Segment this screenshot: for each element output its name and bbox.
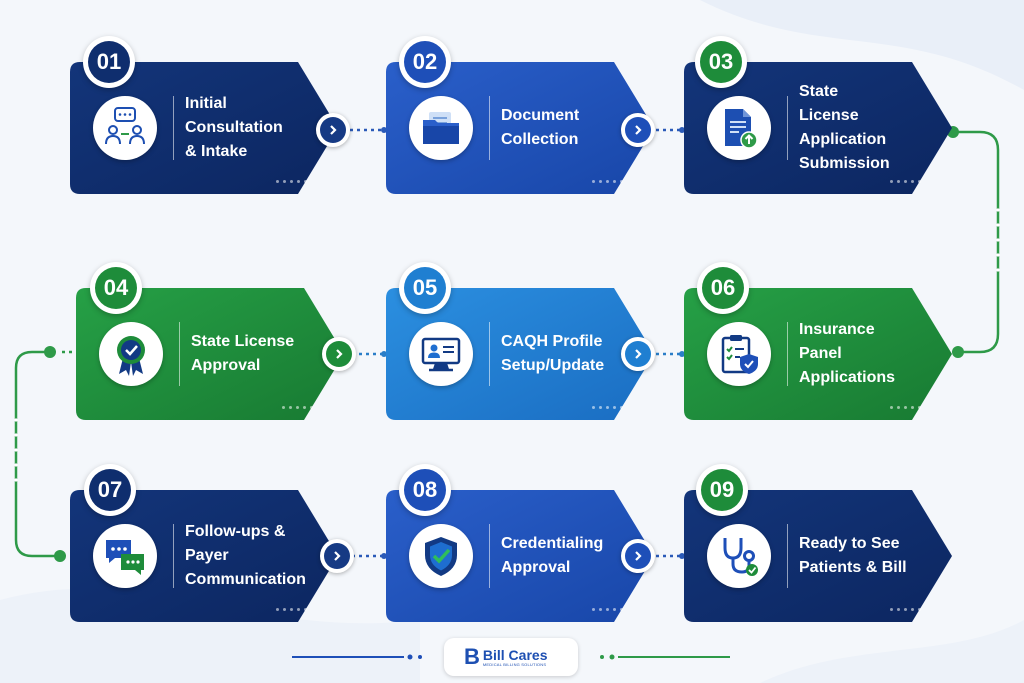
- stethoscope-icon: [707, 524, 771, 588]
- next-arrow-button[interactable]: [320, 539, 354, 573]
- step-label: Ready to See Patients & Bill: [799, 535, 907, 576]
- consultation-icon: [93, 96, 157, 160]
- shield-check-icon: [409, 524, 473, 588]
- step-card-01: Initial Consultation & Intake: [70, 62, 338, 194]
- step-card-03: State License Application Submission: [684, 62, 952, 194]
- step-card-05: CAQH Profile Setup/Update: [386, 288, 654, 420]
- step-card-06: Insurance Panel Applications: [684, 288, 952, 420]
- step-label: Follow-ups & Payer Communication: [185, 523, 306, 588]
- step-number-badge: 05: [399, 262, 451, 314]
- next-arrow-button[interactable]: [621, 113, 655, 147]
- logo-tagline: MEDICAL BILLING SOLUTIONS: [482, 661, 547, 667]
- step-card-07: Follow-ups & Payer Communication: [70, 490, 338, 622]
- step-number-badge: 03: [695, 36, 747, 88]
- step-label: CAQH Profile Setup/Update: [501, 333, 605, 374]
- step-label: Insurance Panel Applications: [799, 321, 896, 386]
- next-arrow-button[interactable]: [621, 337, 655, 371]
- step-card-09: Ready to See Patients & Bill: [684, 490, 952, 622]
- step-number-badge: 06: [697, 262, 749, 314]
- step-number-badge: 04: [90, 262, 142, 314]
- step-card-08: Credentialing Approval: [386, 490, 654, 622]
- document-upload-icon: [707, 96, 771, 160]
- step-number-badge: 09: [696, 464, 748, 516]
- step-number-badge: 02: [399, 36, 451, 88]
- bill-cares-logo: B Bill Cares MEDICAL BILLING SOLUTIONS: [444, 638, 578, 676]
- next-arrow-button[interactable]: [316, 113, 350, 147]
- chat-bubbles-icon: [93, 524, 157, 588]
- award-ribbon-icon: [99, 322, 163, 386]
- step-number-badge: 08: [399, 464, 451, 516]
- step-label: Initial Consultation & Intake: [185, 95, 283, 160]
- next-arrow-button[interactable]: [322, 337, 356, 371]
- step-label: Credentialing Approval: [501, 535, 604, 576]
- step-number-badge: 07: [84, 464, 136, 516]
- step-label: State License Application Submission: [799, 83, 890, 172]
- step-card-04: State License Approval: [76, 288, 344, 420]
- step-card-02: Document Collection: [386, 62, 654, 194]
- step-number-badge: 01: [83, 36, 135, 88]
- step-label: Document Collection: [501, 107, 580, 148]
- next-arrow-button[interactable]: [621, 539, 655, 573]
- logo-mark-icon: B: [464, 644, 480, 669]
- folder-icon: [409, 96, 473, 160]
- logo-name: Bill Cares: [482, 646, 548, 663]
- step-label: State License Approval: [191, 333, 295, 374]
- profile-monitor-icon: [409, 322, 473, 386]
- clipboard-shield-icon: [707, 322, 771, 386]
